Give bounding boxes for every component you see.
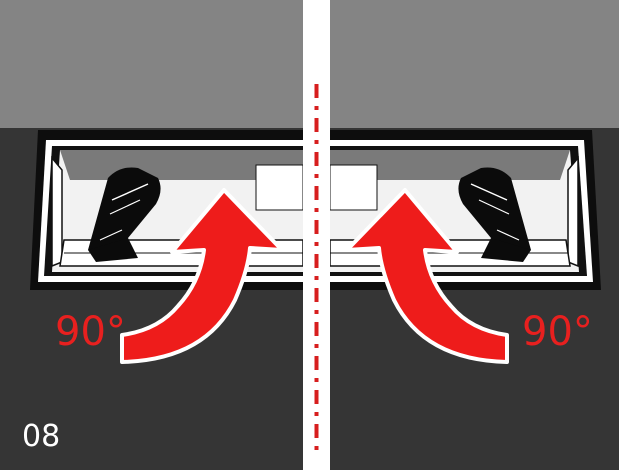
right-panel: 90° (329, 0, 619, 470)
right-rotate-arrow-icon (345, 188, 509, 364)
left-rotate-arrow-icon (120, 188, 284, 364)
left-latch-icon (88, 167, 161, 262)
right-side-rail (567, 155, 579, 268)
left-panel: 90° 08 (0, 0, 304, 470)
right-tray-back (330, 150, 570, 180)
left-side-rail (51, 155, 63, 268)
right-tray-tab (329, 164, 378, 211)
right-angle-label: 90° (522, 309, 593, 355)
left-tray-tab (255, 164, 304, 211)
step-number: 08 (22, 419, 60, 454)
right-latch-icon (458, 167, 531, 262)
left-angle-label: 90° (55, 309, 126, 355)
